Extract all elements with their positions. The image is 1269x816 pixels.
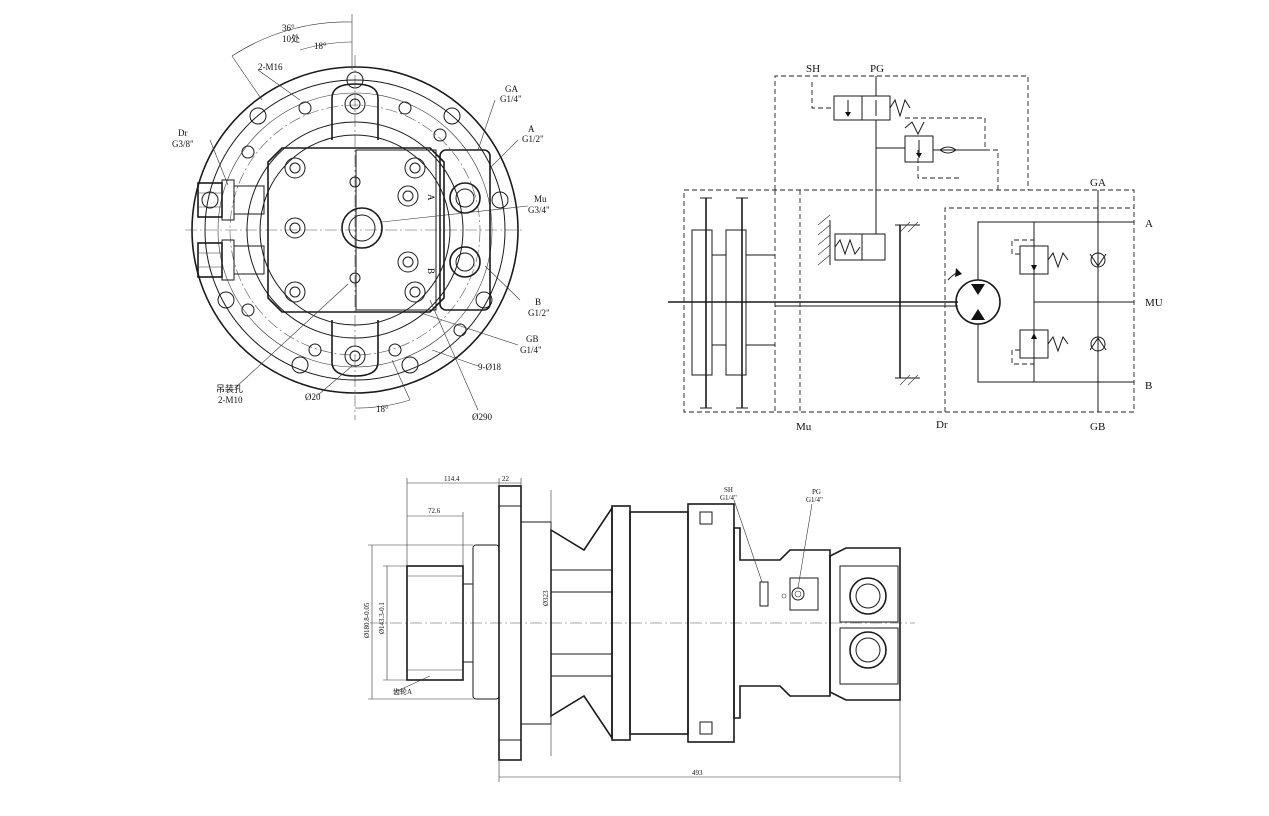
angle-18-top-label: 18° [314,41,327,51]
angle-36-label: 36° [282,23,295,33]
tap-m10-label: 2-M10 [218,395,243,405]
circuit-mu-bottom-label: Mu [796,421,812,433]
circuit-pg-label: PG [870,63,884,75]
port-b-label: B [535,297,541,307]
dim-22-label: 22 [502,475,510,483]
holes-9-label: 9-Ø18 [478,362,501,372]
dim-143-label: Ø143.3-0.1 [378,602,386,634]
port-gb-size-label: G1/4" [520,345,542,355]
hydraulic-circuit: SH PG GA A MU B Mu Dr GB [668,63,1163,433]
dim-72-label: 72.6 [428,507,441,515]
circuit-gb-label: GB [1090,421,1105,433]
side-view: 114.4 22 72.6 Ø323 Ø180.8-0.05 Ø143.3-0.… [363,475,915,782]
lift-holes-label: 吊装孔 [216,383,243,394]
spline-label: 齿轮A [393,687,412,696]
front-view: 36° 10处 18° 2-M16 GA G1/4" A G1/2" Dr G3… [172,14,550,422]
circuit-mu-label: MU [1145,297,1163,309]
port-dr-label: Dr [178,128,188,138]
tap-m16-label: 2-M16 [258,62,283,72]
port-gb-label: GB [526,334,539,344]
valve-block-bolts [284,157,426,303]
dim-323-label: Ø323 [542,590,550,606]
port-mu-label: Mu [534,194,547,204]
port-a-size-label: G1/2" [522,134,544,144]
mark-a-label: A [426,194,436,201]
port-ga-label: GA [505,84,518,94]
flange-bolt-holes [201,71,509,374]
side-pg-size-label: G1/4" [806,496,823,504]
circuit-a-label: A [1145,218,1153,230]
port-mu-size-label: G3/4" [528,205,550,215]
inner-ring-holes [241,101,467,357]
port-dr-size-label: G3/8" [172,139,194,149]
dim-114-label: 114.4 [444,475,460,483]
port-ga-size-label: G1/4" [500,94,522,104]
dia-20-label: Ø20 [305,392,321,402]
circuit-sh-label: SH [806,63,820,75]
side-pg-label: PG [812,488,821,496]
dr-fittings [197,179,265,281]
side-sh-label: SH [724,486,733,494]
port-a-label: A [528,124,535,134]
side-view-dimensions [368,478,901,782]
side-sh-size-label: G1/4" [720,494,737,502]
mark-b-label: B [426,268,436,274]
holes-10-label: 10处 [282,33,300,44]
circuit-ga-label: GA [1090,177,1106,189]
circuit-dr-label: Dr [936,419,948,431]
dim-493-label: 493 [692,769,703,777]
gear-reducer [691,197,775,409]
circuit-b-label: B [1145,380,1152,392]
port-b-size-label: G1/2" [528,308,550,318]
angle-18-bottom-label: 18° [376,404,389,414]
dim-180-label: Ø180.8-0.05 [363,602,371,638]
dia-290-label: Ø290 [472,412,492,422]
